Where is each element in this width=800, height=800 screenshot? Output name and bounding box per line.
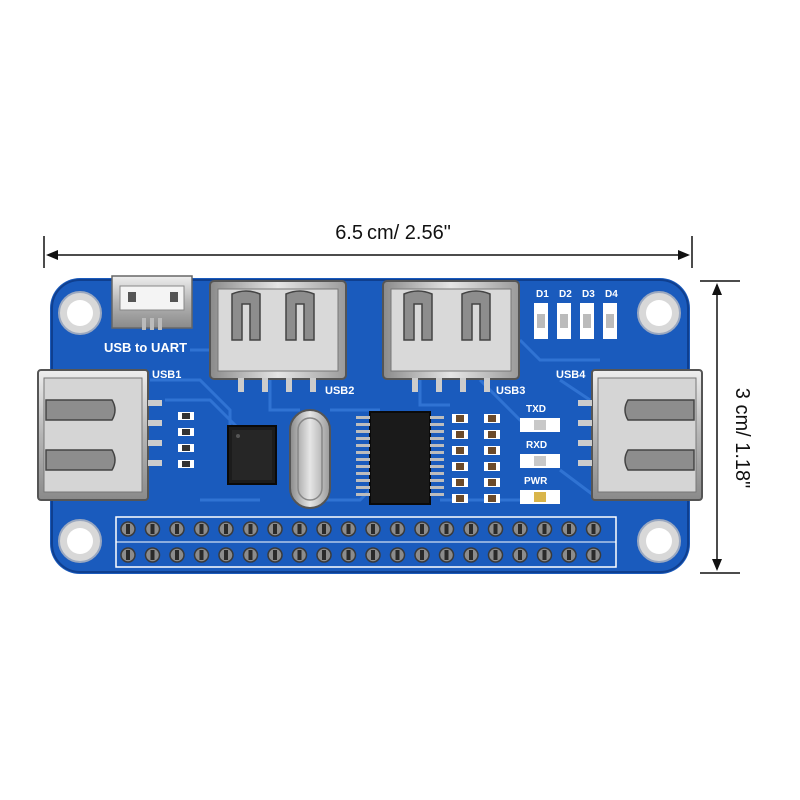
mounting-hole-top-right [637,291,681,335]
gpio-pin-post [371,550,375,560]
gpio-pin-post [469,524,473,534]
gpio-pin-post [175,550,179,560]
mounting-hole-top-left [58,291,102,335]
label-usb4: USB4 [556,369,586,381]
label-usb1: USB1 [152,369,181,381]
status-leds: TXD RXD PWR [520,404,560,504]
gpio-pin-post [224,550,228,560]
usb3-connector [382,280,520,392]
gpio-pin-post [273,550,277,560]
gpio-pin-post [567,524,571,534]
mounting-hole-bottom-right [637,519,681,563]
gpio-pin-post [322,550,326,560]
usb2-connector [209,280,347,392]
label-usb2: USB2 [325,385,354,397]
gpio-pin-post [591,524,596,534]
gpio-pin-post [322,524,326,534]
height-label: 3 cm/ 1.18" [731,388,753,488]
width-label: 6.5 cm/ 2.56" [335,222,451,244]
gpio-pin-post [518,550,522,560]
label-usb-to-uart: USB to UART [104,340,187,355]
gpio-pin-post [175,524,179,534]
usb4-connector [578,369,703,501]
gpio-pin-post [346,524,351,534]
gpio-pin-post [346,550,351,560]
gpio-pin-post [371,524,375,534]
gpio-pin-post [126,524,130,534]
gpio-pin-post [297,550,302,560]
crystal-oscillator [289,409,331,509]
gpio-pin-post [542,550,547,560]
gpio-pin-post [199,550,204,560]
gpio-header [115,516,617,568]
label-d4: D4 [605,289,618,300]
label-d1: D1 [536,289,549,300]
gpio-pin-post [297,524,302,534]
qfn-chip [227,425,277,485]
ssop-chip [356,411,444,505]
gpio-pin-post [248,550,253,560]
gpio-pin-post [420,524,424,534]
gpio-pin-post [395,524,400,534]
label-txd: TXD [526,404,546,415]
gpio-pins [120,521,602,563]
gpio-pin-post [493,524,498,534]
gpio-pin-post [224,524,228,534]
micro-usb-connector [111,275,193,330]
gpio-pin-post [567,550,571,560]
gpio-pin-post [199,524,204,534]
gpio-pin-post [248,524,253,534]
label-pwr: PWR [524,476,548,487]
gpio-pin-post [493,550,498,560]
height-dimension: 3 cm/ 1.18" [700,280,753,574]
gpio-pin-post [469,550,473,560]
passive-components-left [178,412,194,468]
gpio-pin-post [542,524,547,534]
gpio-pin-post [591,550,596,560]
gpio-pin-post [273,524,277,534]
gpio-pin-post [150,550,155,560]
label-rxd: RXD [526,440,547,451]
mounting-hole-bottom-left [58,519,102,563]
gpio-pin-post [126,550,130,560]
gpio-pin-post [518,524,522,534]
gpio-pin-post [444,550,449,560]
passive-components-right [452,414,500,503]
label-d3: D3 [582,289,595,300]
label-d2: D2 [559,289,572,300]
pcb-board: USB to UART USB2 USB3 D1 [37,275,703,574]
label-usb3: USB3 [496,385,525,397]
usb1-connector [37,369,162,501]
gpio-pin-post [444,524,449,534]
gpio-pin-post [420,550,424,560]
gpio-pin-post [150,524,155,534]
led-array: D1 D2 D3 D4 [534,289,618,339]
width-dimension: 6.5 cm/ 2.56" [43,222,693,268]
gpio-pin-post [395,550,400,560]
